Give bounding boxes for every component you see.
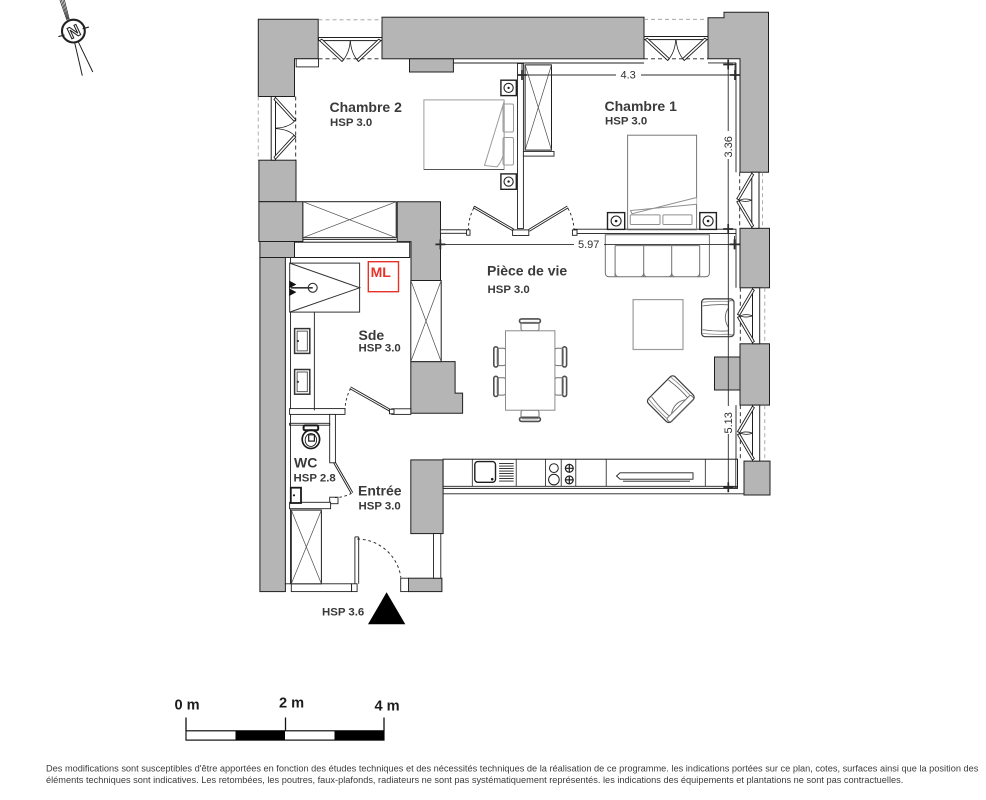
svg-text:Sde: Sde <box>359 327 385 343</box>
svg-text:WC: WC <box>294 455 317 471</box>
svg-text:HSP 3.0: HSP 3.0 <box>488 284 530 296</box>
svg-text:Entrée: Entrée <box>358 483 402 499</box>
svg-text:0 m: 0 m <box>175 698 200 714</box>
svg-text:HSP 3.0: HSP 3.0 <box>605 116 647 128</box>
svg-text:HSP 3.6: HSP 3.6 <box>322 607 364 619</box>
svg-text:Chambre 2: Chambre 2 <box>330 99 403 115</box>
svg-text:éléments techniques sont indic: éléments techniques sont indicatives. Le… <box>46 775 903 785</box>
svg-text:HSP 3.0: HSP 3.0 <box>359 343 401 355</box>
svg-text:3.36: 3.36 <box>723 136 735 157</box>
svg-text:Pièce de vie: Pièce de vie <box>487 263 567 279</box>
svg-text:5.97: 5.97 <box>578 239 599 251</box>
svg-text:4.3: 4.3 <box>621 70 636 82</box>
svg-text:Chambre 1: Chambre 1 <box>605 98 678 114</box>
svg-text:Des modifications sont suscept: Des modifications sont susceptibles d'êt… <box>46 763 979 773</box>
svg-text:HSP 3.0: HSP 3.0 <box>330 117 372 129</box>
svg-text:HSP 2.8: HSP 2.8 <box>294 473 336 485</box>
svg-text:2 m: 2 m <box>279 696 304 712</box>
svg-text:HSP 3.0: HSP 3.0 <box>359 501 401 513</box>
svg-text:5.13: 5.13 <box>723 412 735 433</box>
svg-text:4 m: 4 m <box>375 699 400 715</box>
svg-text:ML: ML <box>371 264 392 280</box>
